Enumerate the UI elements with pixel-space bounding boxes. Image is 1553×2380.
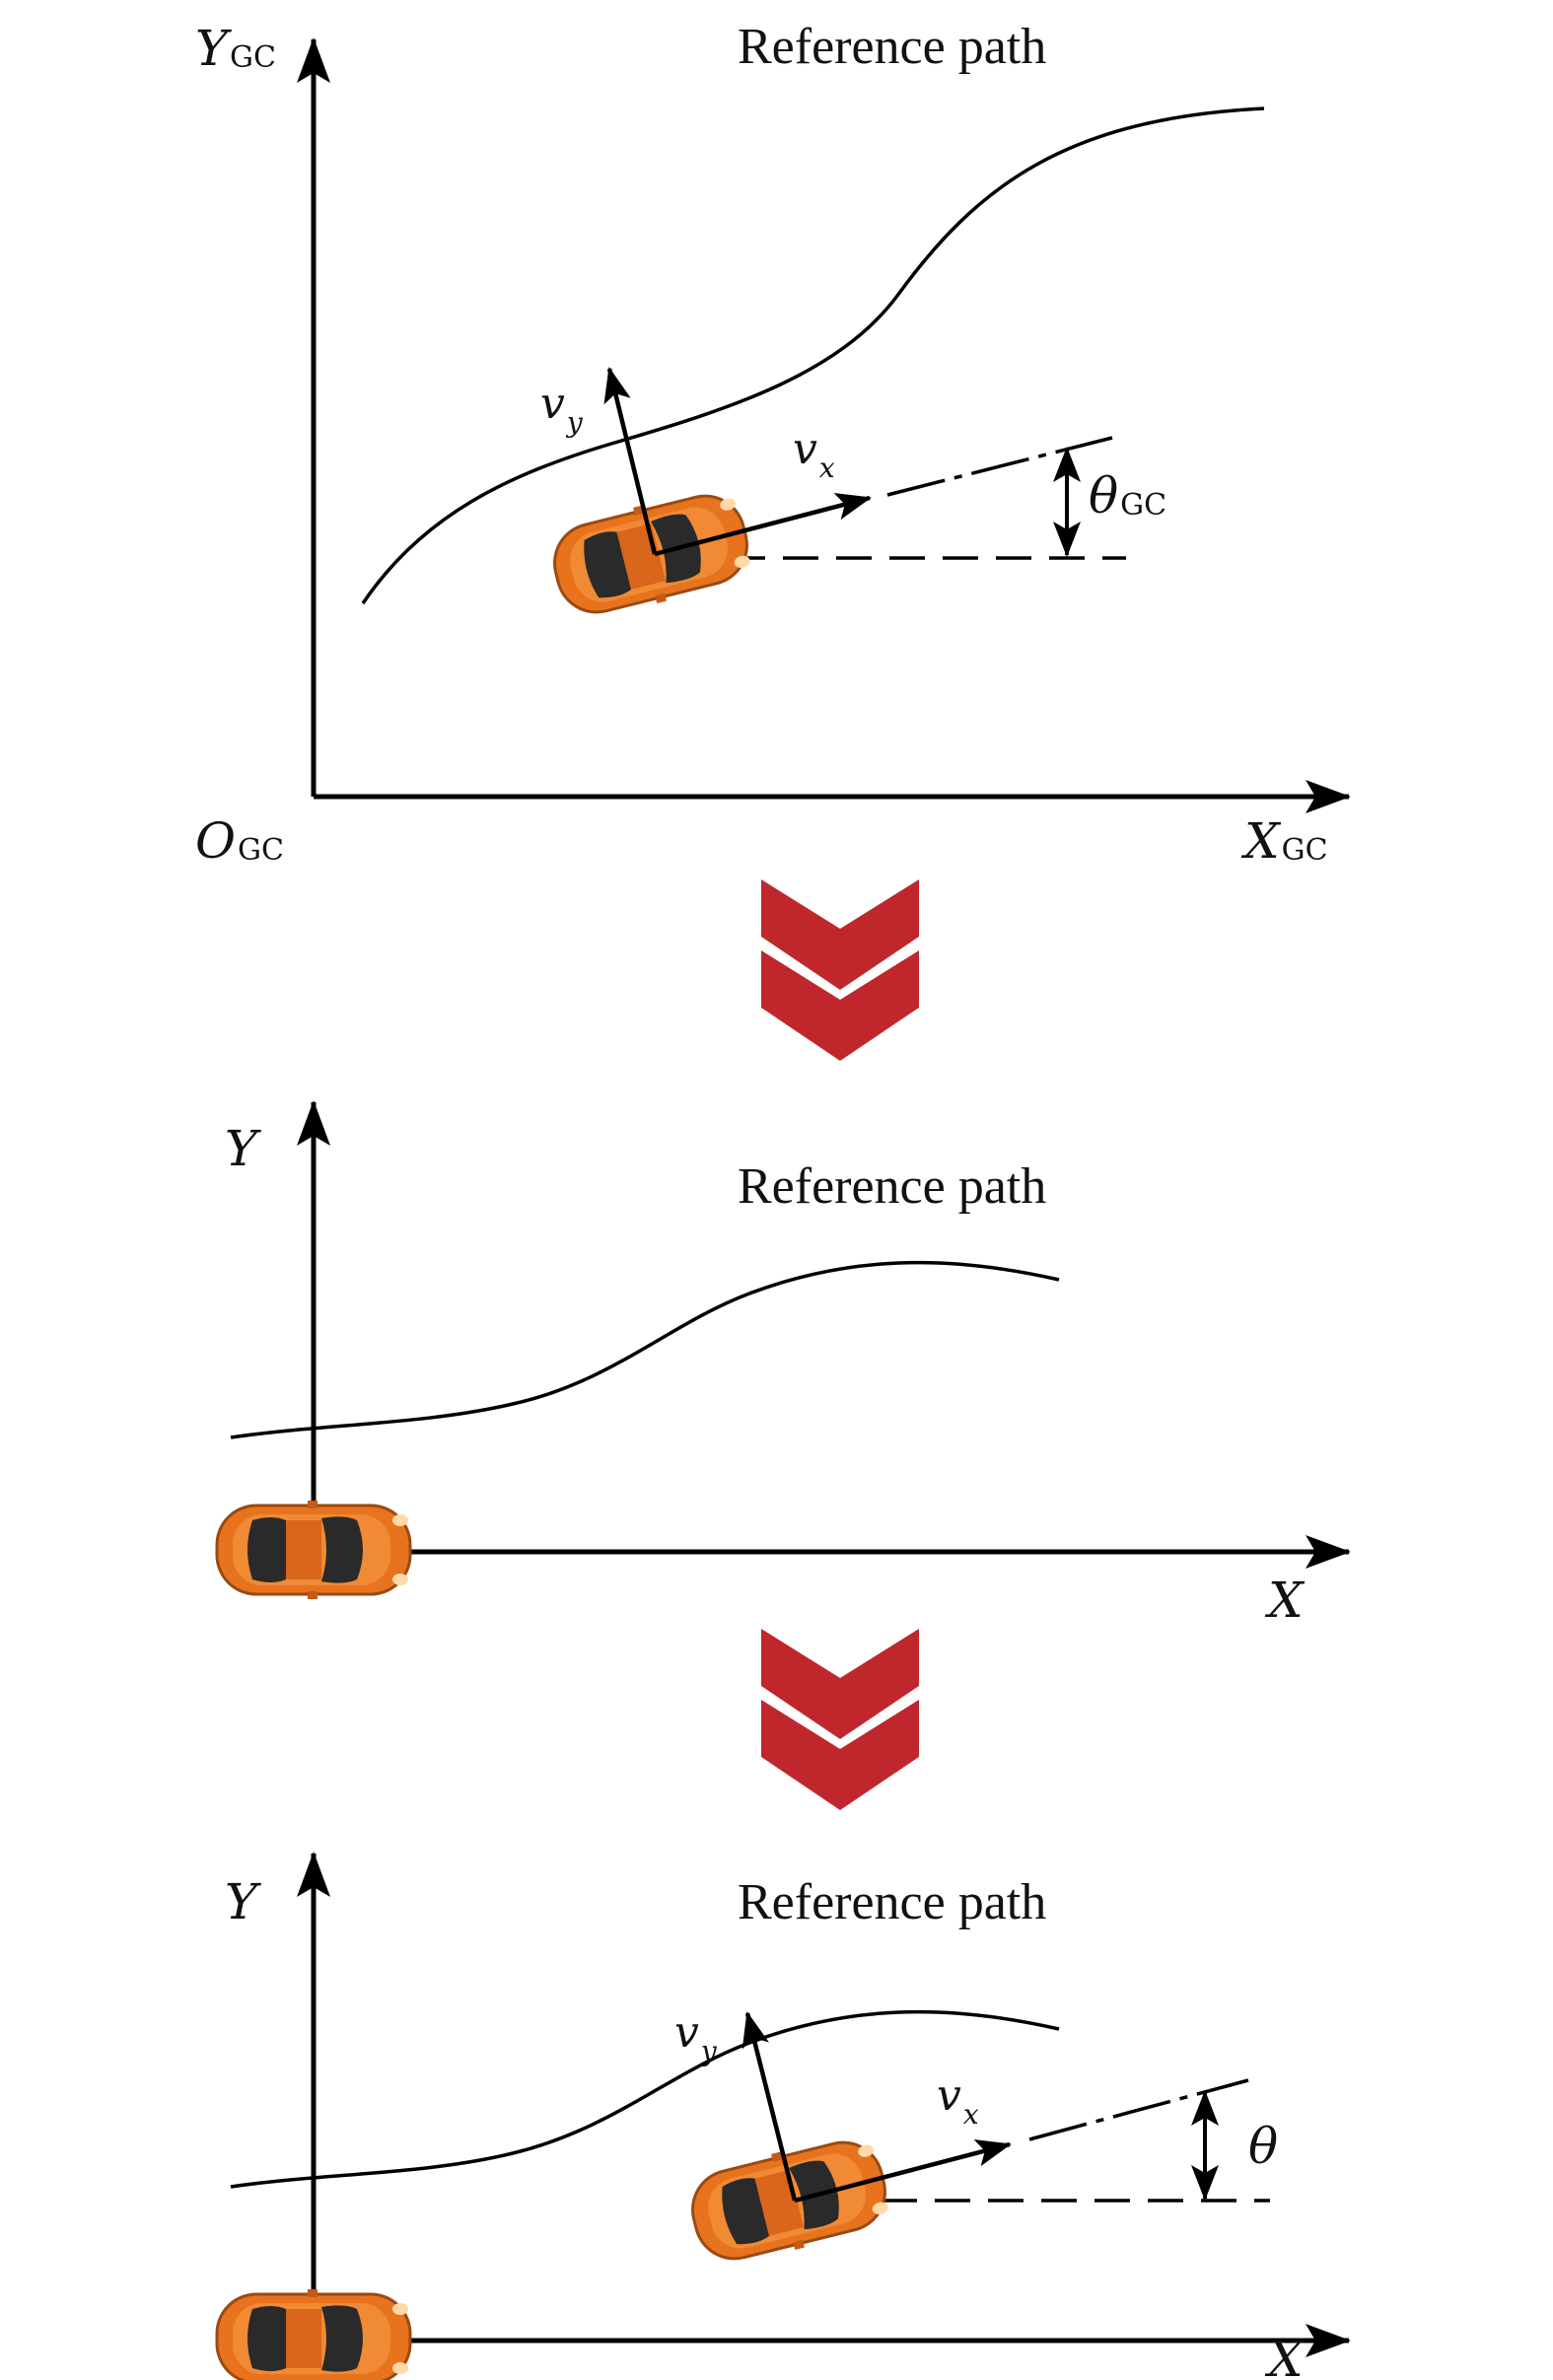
car-icon	[215, 1499, 412, 1601]
vx-label: vx	[793, 424, 835, 484]
car-icon	[681, 2128, 896, 2274]
panel-local-coordinates: Reference path Y X vy vx θ	[215, 1852, 1351, 2380]
y-axis-label: Y	[225, 1120, 261, 1177]
reference-path-curve	[230, 1260, 1060, 1439]
panel-translated-coordinates: Reference path Y X	[215, 1100, 1351, 1629]
vy-label: vy	[674, 2007, 718, 2067]
vx-vector	[794, 2139, 1012, 2204]
panel3-title: Reference path	[738, 1874, 1046, 1930]
origin-label-gc: OGC	[195, 812, 284, 870]
x-axis-label: X	[1264, 1572, 1306, 1629]
theta-label: θ	[1248, 2118, 1278, 2175]
vy-vector	[603, 367, 658, 555]
x-axis-label: X	[1264, 2331, 1306, 2380]
panel2-title: Reference path	[738, 1158, 1046, 1215]
car-icon	[215, 2287, 412, 2380]
x-axis-label-gc: XGC	[1240, 812, 1328, 870]
heading-extension-dash	[1028, 2078, 1249, 2141]
panel1-title: Reference path	[738, 19, 1046, 75]
y-axis-label: Y	[225, 1873, 261, 1930]
vy-label: vy	[540, 379, 584, 439]
reference-path-curve	[361, 106, 1265, 604]
car-icon	[543, 481, 758, 627]
theta-gc-label: θGC	[1089, 467, 1166, 525]
reference-path-curve	[230, 2009, 1060, 2189]
heading-extension-dash	[886, 436, 1113, 497]
chevron-down-icon	[761, 1629, 919, 1810]
panel-global-coordinates: Reference path YGC XGC OGC vy vx θGC	[195, 19, 1351, 870]
vx-vector	[654, 493, 872, 557]
y-axis-label-gc: YGC	[195, 20, 276, 77]
chevron-down-icon	[761, 879, 919, 1061]
vx-label: vx	[937, 2070, 979, 2131]
vy-vector	[741, 2011, 798, 2202]
